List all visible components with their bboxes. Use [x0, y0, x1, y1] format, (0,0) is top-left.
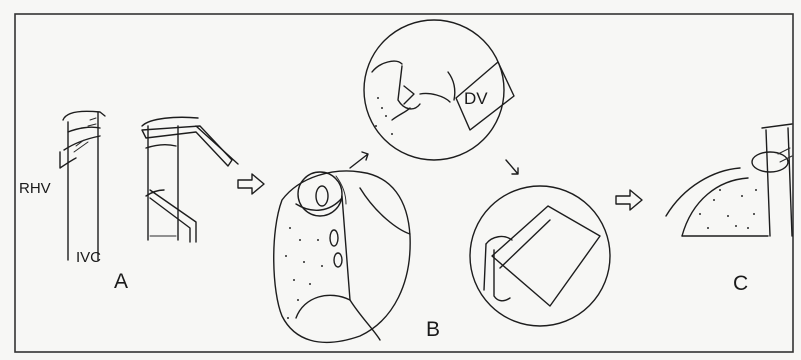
panel-b-letter: B	[426, 318, 440, 341]
panel-c-letter: C	[733, 272, 748, 295]
panel-a: RHV IVC A	[19, 111, 238, 293]
figure-frame	[15, 14, 793, 352]
c-stipple	[699, 189, 757, 229]
reconstructed-liver-drawing	[666, 124, 792, 236]
arrow-zoom-1-to-2	[506, 160, 518, 174]
arrow-a-to-b	[238, 174, 264, 194]
ivc-vessel-drawing	[60, 111, 105, 260]
dv-label: DV	[464, 89, 488, 108]
arrow-b-to-c	[616, 190, 642, 210]
clamped-ivc-drawing	[142, 117, 238, 242]
zoom-circle-bottom	[470, 186, 610, 326]
zoom-stipple	[375, 97, 393, 135]
arrow-to-zoom-1	[350, 152, 368, 168]
rhv-label: RHV	[19, 180, 51, 197]
zoom-circle-top: DV	[364, 20, 514, 160]
panel-a-letter: A	[114, 270, 128, 293]
ivc-label: IVC	[76, 249, 101, 266]
panel-b: DV B	[274, 20, 610, 342]
panel-c: C	[666, 124, 792, 295]
